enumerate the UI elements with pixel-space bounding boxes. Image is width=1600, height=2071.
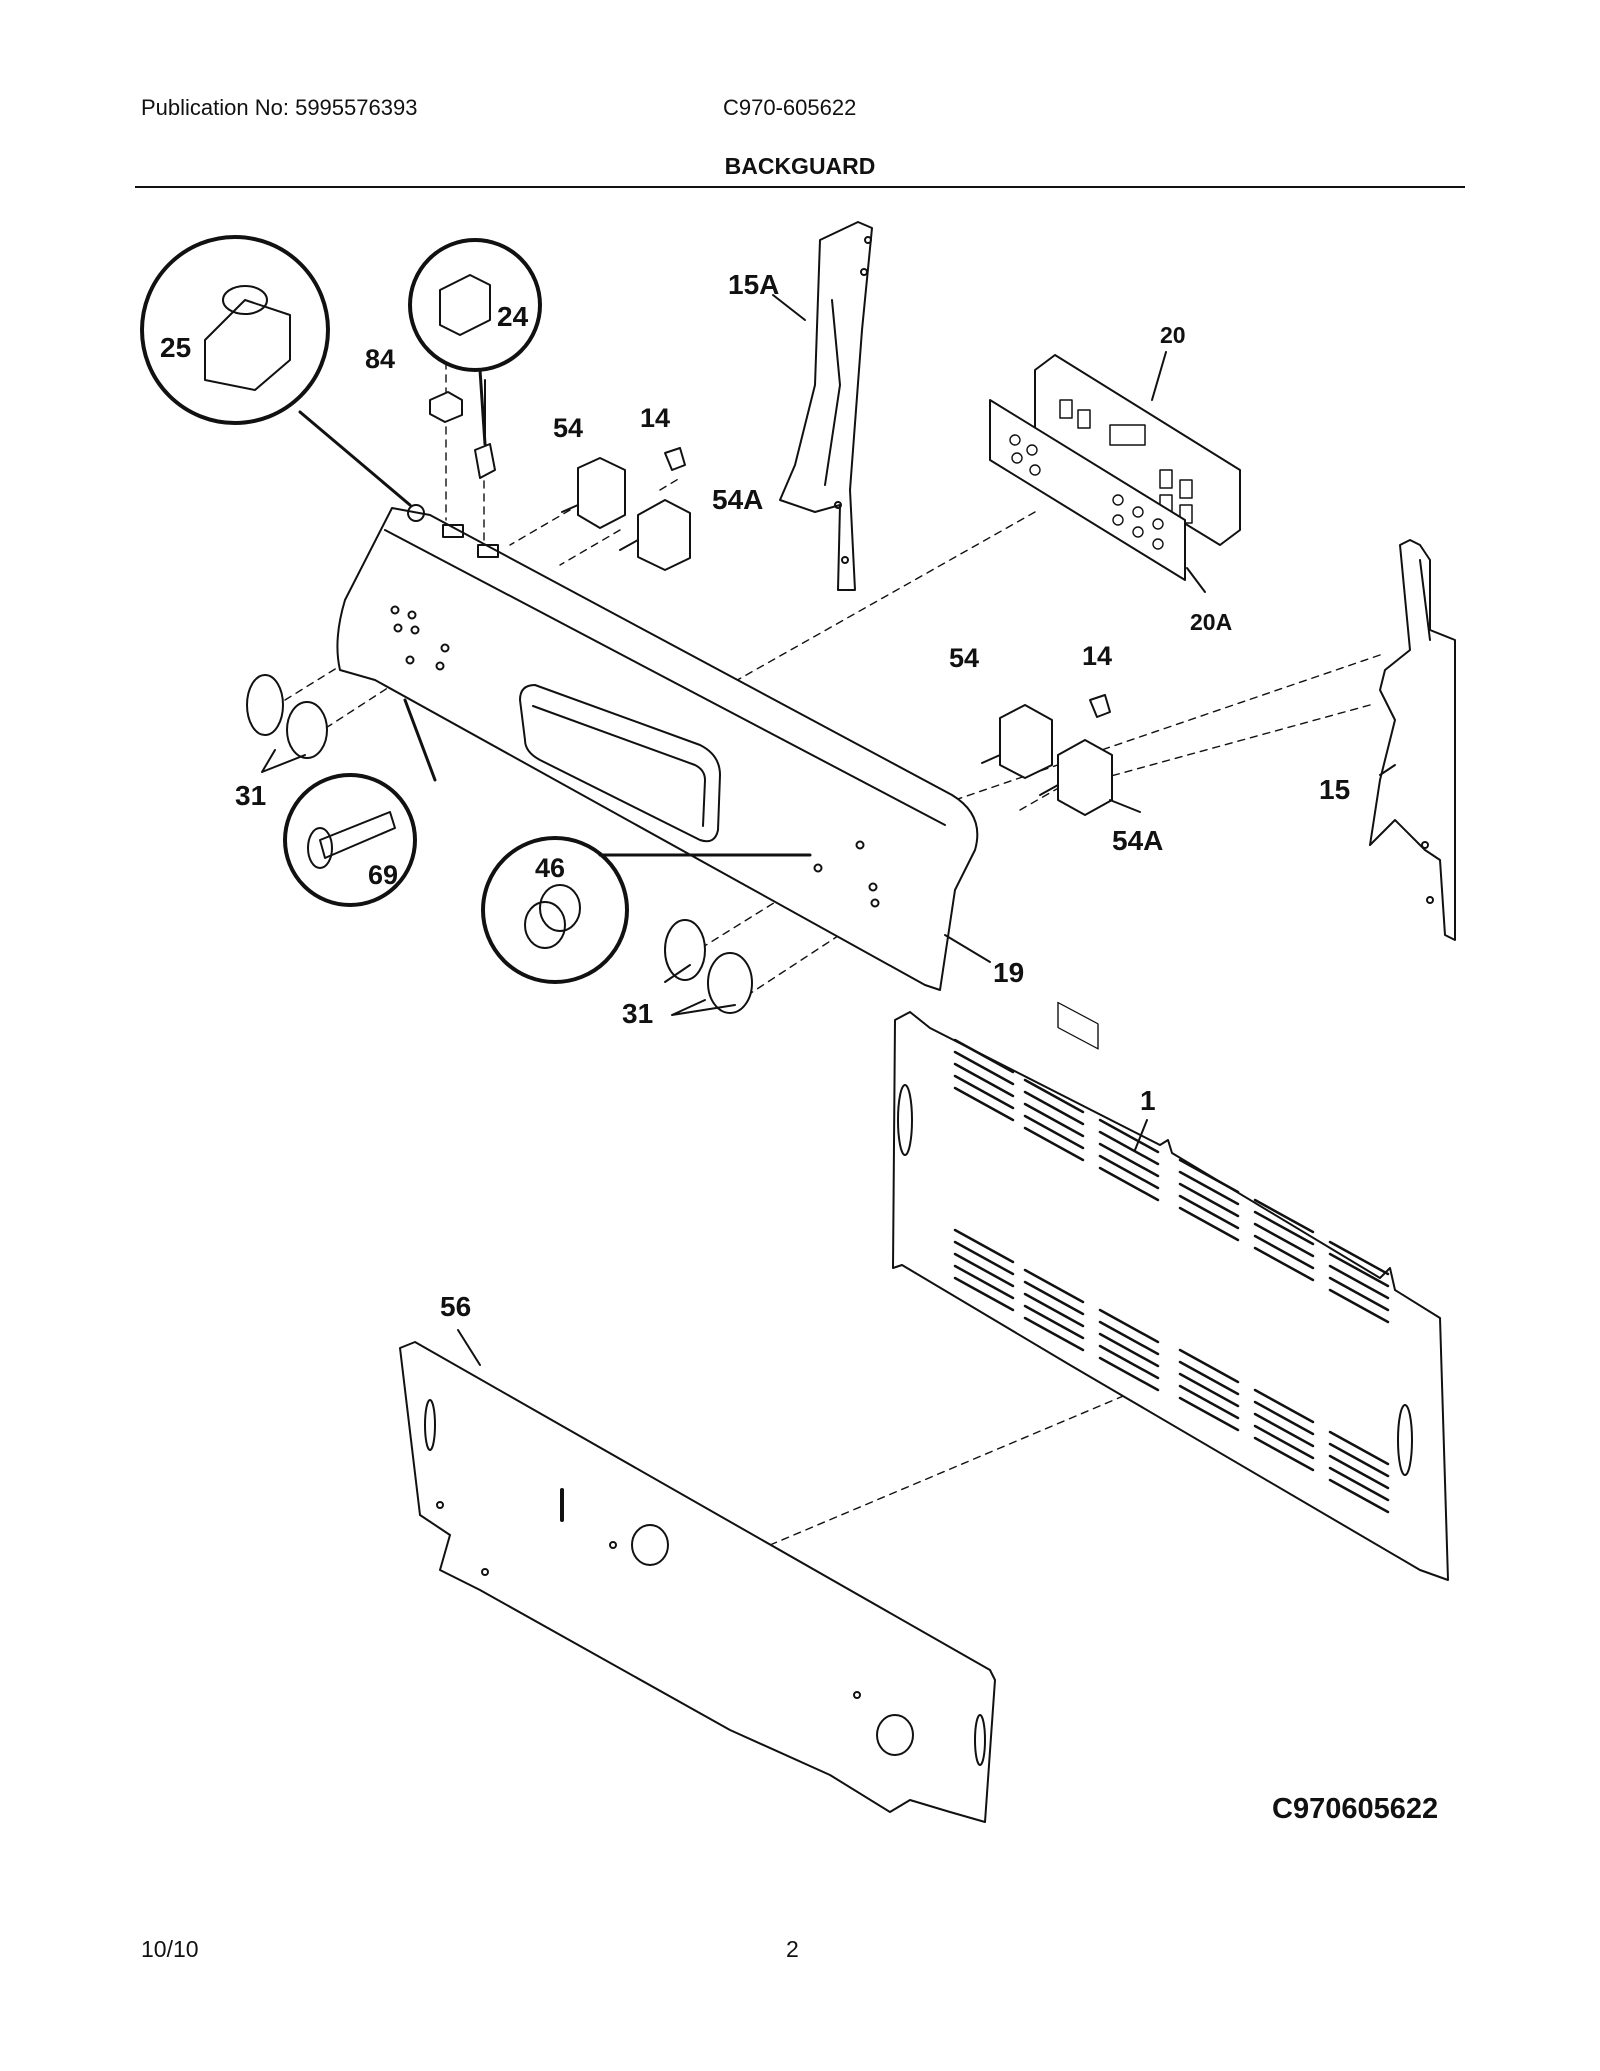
detail-circle-69: [283, 698, 437, 907]
bracket-15: [1369, 539, 1456, 941]
callout-1: 1: [1140, 1085, 1156, 1116]
page-number: 2: [786, 1936, 799, 1962]
rocker-switch-84: [429, 379, 496, 479]
callout-46: 46: [535, 853, 565, 883]
callout-56: 56: [440, 1291, 471, 1322]
callout-54-upper: 54: [553, 413, 583, 443]
leader-lines: [261, 294, 1396, 1366]
indicator-light-14-upper: [664, 447, 686, 471]
rear-panel-1: [892, 1011, 1449, 1581]
diagram-code: C970605622: [1272, 1793, 1438, 1825]
callout-20a: 20A: [1190, 609, 1232, 635]
backguard-panel-19: [336, 504, 979, 991]
knobs-31-right: [664, 919, 753, 1014]
header-rule: [135, 186, 1465, 188]
publication-number: Publication No: 5995576393: [141, 95, 418, 120]
callout-15: 15: [1319, 774, 1350, 805]
callout-54-lower: 54: [949, 643, 979, 673]
callout-25: 25: [160, 332, 191, 363]
callout-54a-lower: 54A: [1112, 825, 1163, 856]
callout-24: 24: [497, 301, 529, 332]
vent-slots: [953, 1038, 1390, 1514]
detail-circle-46: [481, 836, 812, 984]
callout-69: 69: [368, 860, 398, 890]
section-title: BACKGUARD: [724, 153, 876, 179]
callout-14-upper: 14: [640, 403, 670, 433]
lower-rear-panel-56: [399, 1341, 996, 1823]
callout-14-lower: 14: [1082, 641, 1112, 671]
callout-84: 84: [365, 344, 395, 374]
infinite-switch-54-upper: [561, 457, 626, 529]
callout-19: 19: [993, 957, 1024, 988]
bracket-15a: [779, 221, 873, 591]
callout-54a-upper: 54A: [712, 484, 763, 515]
knobs-31-left: [246, 674, 328, 759]
callout-31-left: 31: [235, 780, 266, 811]
callout-15a: 15A: [728, 269, 779, 300]
footer-date: 10/10: [141, 1936, 199, 1962]
indicator-light-14-lower: [1089, 694, 1111, 718]
callout-20: 20: [1160, 322, 1186, 348]
callout-31-right: 31: [622, 998, 653, 1029]
infinite-switch-54-lower: [981, 704, 1053, 779]
model-number: C970-605622: [723, 95, 857, 120]
overlay-20a: [989, 399, 1186, 1050]
infinite-switch-54a-upper: [619, 499, 691, 571]
detail-circle-25: [140, 235, 412, 507]
detail-circle-24: [408, 238, 542, 446]
